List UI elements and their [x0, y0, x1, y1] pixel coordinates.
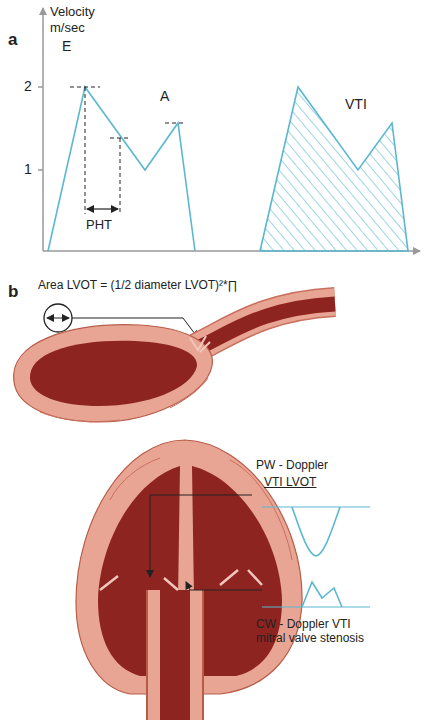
panel-letter: b [8, 282, 18, 302]
diameter-arrow [47, 318, 69, 319]
y-axis [42, 8, 44, 251]
panel-letter: a [8, 30, 17, 50]
dashed-line [85, 87, 86, 214]
cw-trace [302, 582, 342, 607]
baseline [262, 606, 370, 607]
aorta-wall [154, 590, 196, 720]
measure-label: PHT [86, 217, 112, 233]
aortic-valve [190, 336, 210, 352]
ventricle-cavity [30, 341, 197, 406]
aorta-wall [154, 590, 196, 720]
dashed-line [165, 123, 186, 124]
lvot-circle [44, 304, 72, 332]
leader-line [186, 582, 262, 590]
tick-label: 2 [24, 78, 32, 95]
wave-label: E [62, 38, 71, 55]
pw-trace [292, 507, 340, 556]
formula: Area LVOT = (1/2 diameter LVOT)²*∏ [38, 278, 238, 292]
tick [38, 169, 43, 171]
dimension-arrow [87, 208, 118, 209]
valve-leaflet [100, 570, 262, 590]
aorta-lumen [160, 590, 190, 720]
axis-unit: m/sec [50, 20, 85, 36]
tick-label: 1 [24, 161, 32, 178]
wall-texture [40, 378, 208, 422]
aorta-wall [196, 302, 335, 348]
measure-label: VTI [345, 96, 367, 113]
trace-label: PW - Doppler [256, 458, 328, 472]
trace-label: CW - Doppler VTI mitral valve stenosis [256, 617, 378, 646]
baseline [262, 506, 370, 507]
tick [38, 86, 43, 88]
ventricle-wall [14, 325, 213, 422]
aorta-lumen [200, 304, 335, 347]
doppler-curve [48, 87, 195, 251]
dashed-line [120, 138, 121, 214]
vti-area [260, 87, 408, 251]
wall-texture [110, 458, 292, 560]
wave-label: A [160, 88, 169, 105]
aorta-wall [196, 302, 335, 348]
trace-label: VTI LVOT [264, 475, 316, 489]
leader-line [150, 495, 252, 577]
axis-title: Velocity [50, 4, 95, 20]
